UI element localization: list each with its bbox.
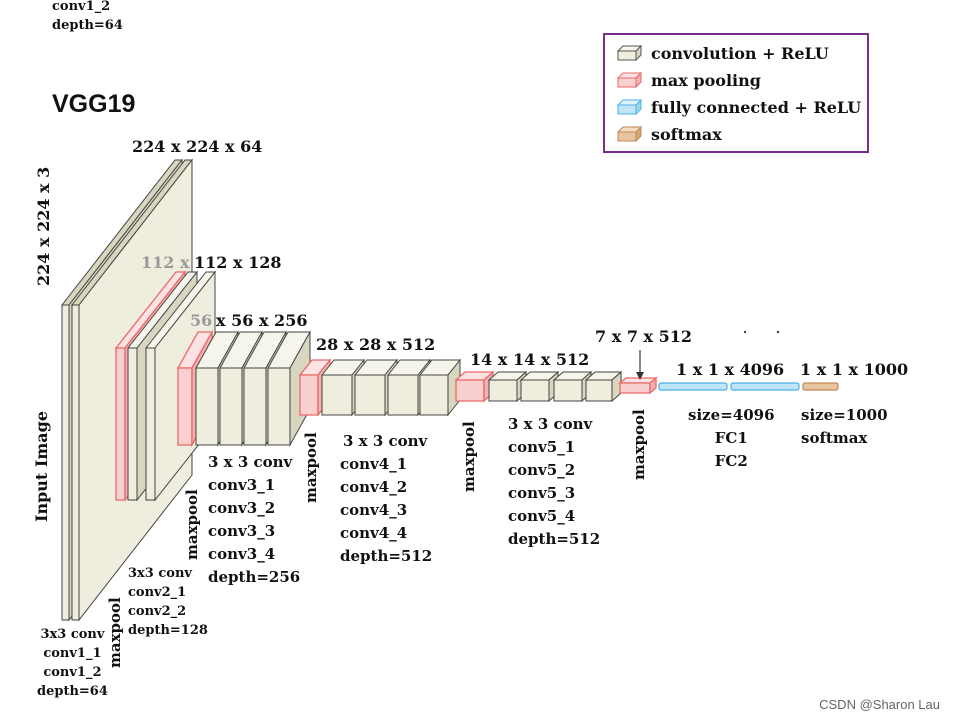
block1-line3: conv1_2 [43,665,102,680]
block5-line3: conv5_2 [508,461,576,479]
conv3-layers [176,329,311,448]
block3-line2: conv3_1 [208,476,276,494]
block3-labels: 3 x 3 conv conv3_1 conv3_2 conv3_3 conv3… [208,451,300,589]
dim-56-faded: 56 [190,311,213,330]
fc-bars [658,382,800,391]
block1-line2: conv1_1 [43,646,102,661]
block4-line4: conv4_3 [340,501,408,519]
conv5-layers [454,370,623,403]
dim-112x128: 112 x 128 [194,253,282,272]
legend-item-conv: convolution + ReLU [617,42,829,64]
maxpool-label-5: maxpool [630,409,648,480]
softmax-bar [802,382,839,391]
block2-line2: conv2_1 [128,585,187,600]
block2-line3: conv2_2 [128,604,187,619]
dim-112-faded: 112 x [141,253,190,272]
block5-line2: conv5_1 [508,438,576,456]
legend-label-conv: convolution + ReLU [651,43,829,63]
top-clipped-line1: conv1_2 [52,0,111,14]
page-title: VGG19 [52,90,136,118]
conv4-layers [298,358,462,417]
block4-labels: 3 x 3 conv conv4_1 conv4_2 conv4_3 conv4… [340,430,432,568]
fc-label-fc1: FC1 [714,429,748,447]
block5-line4: conv5_3 [508,484,576,502]
legend-label-maxpool: max pooling [651,70,761,90]
top-clipped-line2: depth=64 [52,18,123,33]
fc-labels: size=4096 FC1 FC2 [688,404,775,473]
block4-line6: depth=512 [340,547,433,565]
block1-line1: 3x3 conv [40,627,105,642]
maxpool-label-3: maxpool [302,432,320,503]
block2-labels: 3x3 conv conv2_1 conv2_2 depth=128 [128,564,208,640]
block5-labels: 3 x 3 conv conv5_1 conv5_2 conv5_3 conv5… [508,413,600,551]
dim-1x4096: 1 x 1 x 4096 [676,360,785,379]
legend-item-fc: fully connected + ReLU [617,96,861,118]
fc-label-fc2: FC2 [714,452,748,470]
maxpool-swatch-icon [617,72,643,88]
dim-14x512: 14 x 14 x 512 [470,350,590,369]
block3-line5: conv3_4 [208,545,276,563]
legend-item-softmax: softmax [617,123,722,145]
watermark: CSDN @Sharon Lau [819,697,940,712]
block3-line6: depth=256 [208,568,301,586]
block2-line1: 3x3 conv [128,566,192,581]
legend-item-maxpool: max pooling [617,69,761,91]
block4-line5: conv4_4 [340,524,408,542]
block1-line4: depth=64 [37,684,108,699]
softmax-labels: size=1000 softmax [801,404,888,450]
input-image-label: Input Image [32,410,51,522]
input-dimension: 224 x 224 x 3 [34,166,53,286]
legend: convolution + ReLU max pooling fully con… [603,33,869,153]
fc-swatch-icon [617,99,643,115]
block4-line2: conv4_1 [340,455,408,473]
block5-line5: conv5_4 [508,507,576,525]
dim-7x512: 7 x 7 x 512 [595,327,693,346]
top-clipped-labels: conv1_2 depth=64 [52,0,123,35]
block5-line6: depth=512 [508,530,601,548]
block1-labels: 3x3 conv conv1_1 conv1_2 depth=64 [37,625,108,701]
maxpool-label-2: maxpool [183,489,201,560]
block2-line4: depth=128 [128,623,208,638]
block3-line3: conv3_2 [208,499,276,517]
pool5-layer [618,376,658,395]
block5-line1: 3 x 3 conv [508,415,593,433]
block3-line4: conv3_3 [208,522,276,540]
block3-line1: 3 x 3 conv [208,453,293,471]
softmax-label: softmax [801,429,868,447]
legend-label-fc: fully connected + ReLU [651,97,862,117]
block4-line1: 3 x 3 conv [343,432,428,450]
legend-label-softmax: softmax [651,124,722,144]
softmax-size: size=1000 [801,406,888,424]
conv-swatch-icon [617,45,643,61]
conv2-layers [114,270,217,502]
dim-224x224x64: 224 x 224 x 64 [132,137,263,156]
dim-1x1000: 1 x 1 x 1000 [800,360,909,379]
pool5-arrowhead [636,372,644,380]
block4-line3: conv4_2 [340,478,408,496]
maxpool-label-4: maxpool [460,421,478,492]
maxpool-label-1: maxpool [106,597,124,668]
dim-28x512: 28 x 28 x 512 [316,335,436,354]
softmax-swatch-icon [617,126,643,142]
dim-56x256: x 56 x 256 [216,311,308,330]
fc-size: size=4096 [688,406,775,424]
